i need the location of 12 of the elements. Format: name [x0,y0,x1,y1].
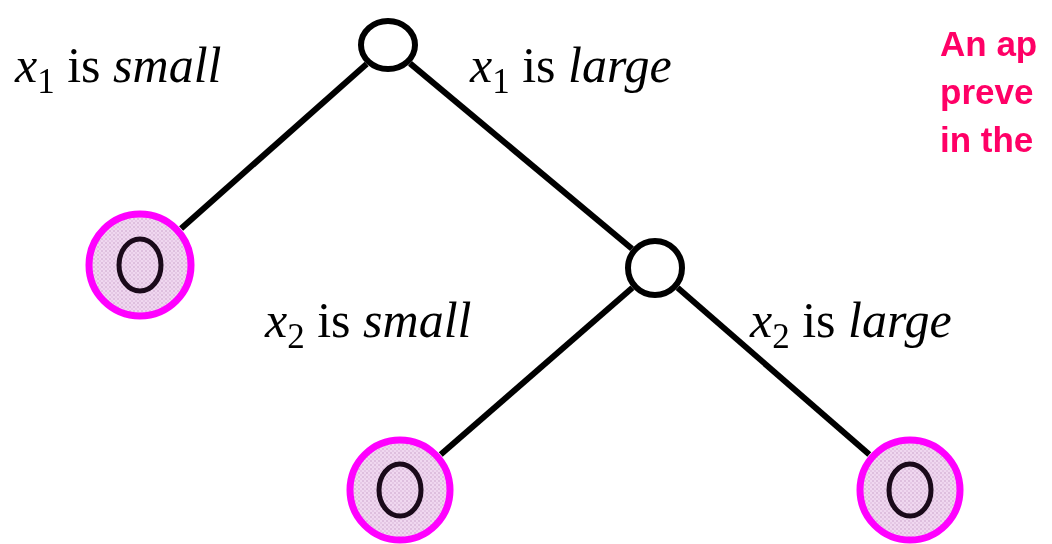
note-text: in the [940,122,1034,157]
tree-branch-line [438,285,635,457]
tree-branch-line [408,61,634,252]
tree-branch-line [179,61,369,231]
note-text: An ap [940,26,1038,61]
leaf-node-circle [856,436,964,544]
note-text: preve [940,74,1034,109]
tree-branch-line [675,285,872,457]
leaf-node-circle [346,436,454,544]
decision-node-circle [358,18,418,72]
leaf-node-circle [85,210,195,320]
decision-node-circle [625,238,685,298]
